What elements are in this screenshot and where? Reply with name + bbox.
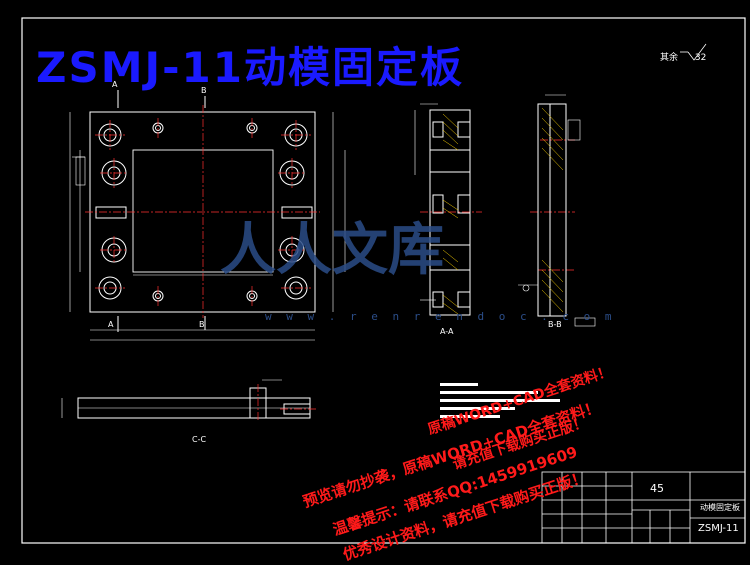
- label-section-aa: A-A: [440, 327, 454, 336]
- label-section-bb: B-B: [548, 320, 562, 329]
- section-bb-view: [518, 94, 596, 327]
- cad-drawing-canvas: [21, 17, 746, 544]
- section-cc-centerline: [257, 384, 316, 422]
- title-block: [541, 471, 746, 544]
- roughness-note: 其余 32: [660, 50, 706, 63]
- label-section-b-bottom: B: [199, 320, 205, 329]
- roughness-label: 其余: [660, 53, 679, 63]
- renrendoc-logo-watermark: 人人文库: [220, 218, 444, 283]
- roughness-symbol-icon: [680, 43, 707, 61]
- drawing-banner-title: ZSMJ-11动模固定板: [36, 43, 465, 92]
- title-block-part-name: 动模固定板: [700, 503, 740, 512]
- title-block-drawing-no: ZSMJ-11: [698, 523, 739, 534]
- section-cc-view: [61, 379, 311, 419]
- label-section-a-bottom: A: [108, 320, 114, 329]
- label-section-a-top: A: [112, 80, 118, 89]
- title-block-material: 45: [650, 482, 664, 495]
- renrendoc-url-watermark: w w w . r e n r e n d o c . c o m: [265, 310, 616, 323]
- drawing-frame: [21, 17, 746, 544]
- roughness-value: 32: [694, 53, 707, 63]
- section-aa-view: [414, 103, 471, 316]
- section-aa-hatch: [442, 113, 459, 315]
- label-section-cc: C-C: [192, 435, 207, 444]
- label-section-b-top: B: [201, 86, 207, 95]
- section-bb-hatch: [541, 107, 564, 313]
- centerlines: [85, 105, 575, 318]
- technical-notes: [440, 383, 560, 418]
